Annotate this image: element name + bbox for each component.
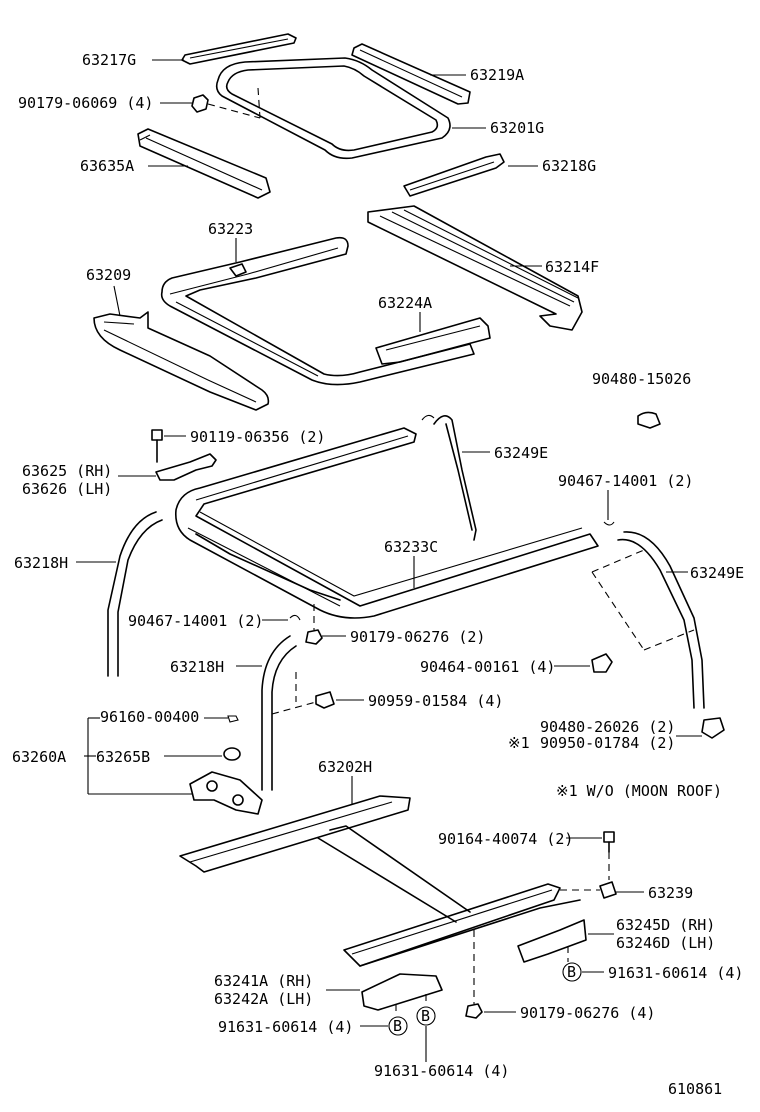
mark-1: ※1 bbox=[508, 734, 530, 752]
part-63218H-hose-mid bbox=[261, 635, 297, 791]
label-63239: 63239 bbox=[648, 884, 693, 902]
label-63218H-mid: 63218H bbox=[170, 658, 224, 676]
label-63249E-right: 63249E bbox=[690, 564, 744, 582]
label-90164-40074: 90164-40074 (2) bbox=[438, 830, 573, 848]
part-63209-deflector bbox=[93, 311, 270, 411]
note-moon-roof: ※1 W/O (MOON ROOF) bbox=[556, 782, 722, 800]
label-63626: 63626 (LH) bbox=[22, 480, 112, 498]
part-nut-90179-06069 bbox=[191, 94, 209, 113]
callout-B-right-label: B bbox=[567, 963, 576, 981]
part-63217G bbox=[181, 33, 297, 65]
part-63233C-housing bbox=[174, 427, 599, 619]
part-clip-90959-01584 bbox=[315, 691, 335, 709]
part-63223-seal-frame bbox=[160, 236, 475, 386]
label-90464-00161: 90464-00161 (4) bbox=[420, 658, 555, 676]
part-90480-15026-plug bbox=[637, 411, 661, 429]
callout-B-left-label: B bbox=[393, 1017, 402, 1035]
label-63260A: 63260A bbox=[12, 748, 66, 766]
part-63249E-hose-right bbox=[617, 531, 705, 709]
label-90179-06069: 90179-06069 (4) bbox=[18, 94, 153, 112]
label-63242A: 63242A (LH) bbox=[214, 990, 313, 1008]
part-nut-90179-06276-bottom bbox=[465, 1003, 483, 1019]
label-63202H: 63202H bbox=[318, 758, 372, 776]
label-63224A: 63224A bbox=[378, 294, 432, 312]
label-91631-60614-bottom: 91631-60614 (4) bbox=[374, 1062, 509, 1080]
label-90480-15026: 90480-15026 bbox=[592, 370, 691, 388]
part-nut-90179-06276-mid bbox=[305, 629, 323, 645]
part-63214F-rail bbox=[367, 205, 583, 331]
label-63209: 63209 bbox=[86, 266, 131, 284]
label-63223: 63223 bbox=[208, 220, 253, 238]
label-63241A: 63241A (RH) bbox=[214, 972, 313, 990]
part-63219A bbox=[351, 43, 471, 105]
label-63214F: 63214F bbox=[545, 258, 599, 276]
part-63218G bbox=[403, 153, 505, 197]
label-63219A: 63219A bbox=[470, 66, 524, 84]
drawing-number: 610861 bbox=[668, 1080, 722, 1098]
label-90467-14001-right: 90467-14001 (2) bbox=[558, 472, 693, 490]
label-63218H-left: 63218H bbox=[14, 554, 68, 572]
callout-B-left bbox=[388, 1016, 408, 1036]
part-screw-90164-40074 bbox=[603, 831, 615, 853]
callout-B-right bbox=[562, 962, 582, 982]
part-63224A-slider bbox=[375, 317, 491, 365]
label-96160-00400: 96160-00400 bbox=[100, 708, 199, 726]
part-63245D-bracket bbox=[517, 919, 587, 963]
label-63265B: 63265B bbox=[96, 748, 150, 766]
callout-B-bottom bbox=[416, 1006, 436, 1026]
label-63218G: 63218G bbox=[542, 157, 596, 175]
part-63241A-bracket bbox=[361, 973, 443, 1011]
part-63249E-hose-top bbox=[421, 414, 477, 541]
label-91631-60614-right: 91631-60614 (4) bbox=[608, 964, 743, 982]
label-90959-01584: 90959-01584 (4) bbox=[368, 692, 503, 710]
label-63625: 63625 (RH) bbox=[22, 462, 112, 480]
callout-B-bottom-label: B bbox=[421, 1007, 430, 1025]
part-63625-bracket bbox=[155, 453, 217, 481]
part-clip-90464-00161 bbox=[591, 653, 613, 673]
label-63217G: 63217G bbox=[82, 51, 136, 69]
part-63239-block bbox=[599, 881, 617, 899]
label-63245D: 63245D (RH) bbox=[616, 916, 715, 934]
label-63233C: 63233C bbox=[384, 538, 438, 556]
part-63265B-gear bbox=[223, 747, 241, 761]
part-63635A bbox=[137, 128, 271, 199]
part-90480-26026 bbox=[701, 717, 725, 739]
part-63201G-glass bbox=[215, 57, 451, 160]
part-motor-assembly bbox=[189, 771, 263, 815]
label-91631-60614-left: 91631-60614 (4) bbox=[218, 1018, 353, 1036]
label-90480-26026: 90480-26026 (2) bbox=[540, 718, 675, 736]
label-63246D: 63246D (LH) bbox=[616, 934, 715, 952]
label-90467-14001-left: 90467-14001 (2) bbox=[128, 612, 263, 630]
label-63201G: 63201G bbox=[490, 119, 544, 137]
label-90119-06356: 90119-06356 (2) bbox=[190, 428, 325, 446]
label-90950-01784: 90950-01784 (2) bbox=[540, 734, 675, 752]
part-63202H-frame bbox=[179, 795, 581, 967]
label-90179-06276-mid: 90179-06276 (2) bbox=[350, 628, 485, 646]
label-63635A: 63635A bbox=[80, 157, 134, 175]
label-90179-06276-bottom: 90179-06276 (4) bbox=[520, 1004, 655, 1022]
label-63249E-top: 63249E bbox=[494, 444, 548, 462]
part-bolt-90119-06356 bbox=[151, 429, 163, 463]
part-63218H-hose-left bbox=[107, 511, 163, 677]
